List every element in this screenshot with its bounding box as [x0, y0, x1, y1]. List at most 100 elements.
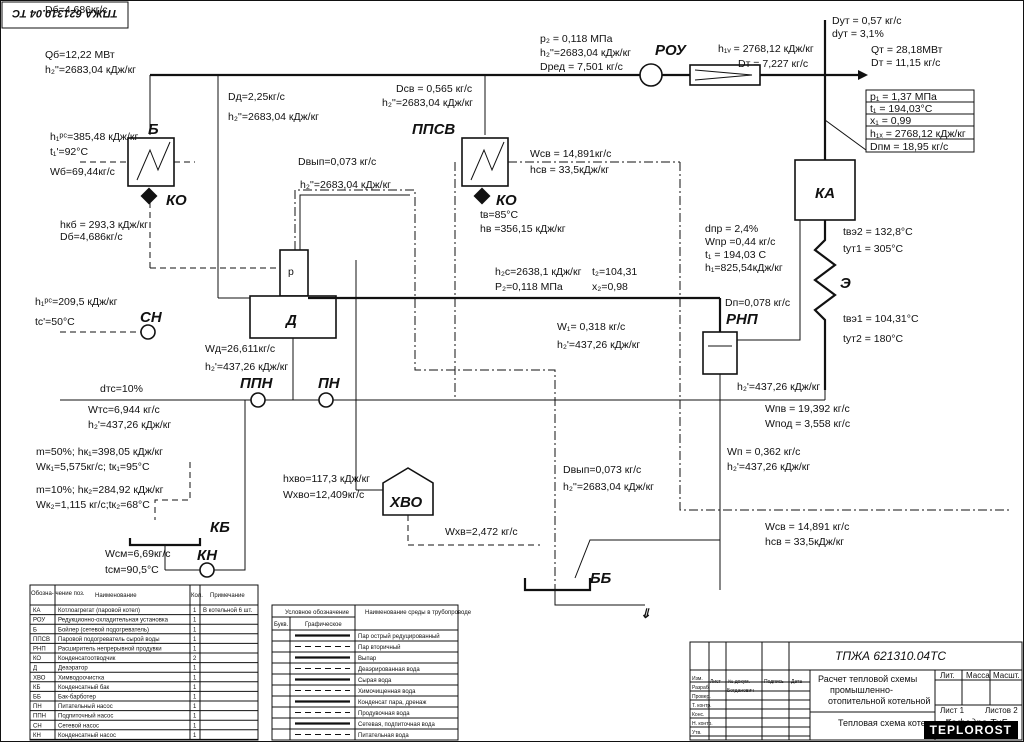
- svg-text:h₂''=2683,04 кДж/кг: h₂''=2683,04 кДж/кг: [563, 481, 654, 493]
- boiler-b-label: Б: [148, 121, 159, 138]
- tb-row-label: Т. контр.: [692, 703, 712, 709]
- kb-label: КБ: [210, 519, 230, 536]
- svg-text:Dб=4,686кг/с: Dб=4,686кг/с: [45, 4, 108, 16]
- svg-text:Wк₂=1,115 кг/с;tк₂=68°C: Wк₂=1,115 кг/с;tк₂=68°C: [36, 499, 150, 511]
- spec-cell: Подпиточный насос: [58, 713, 113, 720]
- tb-title-3: отопительной котельной: [828, 696, 930, 706]
- blowdown-line: [737, 220, 801, 341]
- svg-text:Лист 1: Лист 1: [940, 706, 965, 715]
- khvo-unit: [382, 467, 434, 516]
- svg-text:h₂'=437,26 кДж/кг: h₂'=437,26 кДж/кг: [737, 381, 820, 393]
- svg-text:Wпод = 3,558 кг/с: Wпод = 3,558 кг/с: [765, 418, 850, 430]
- svg-text:h₁ᵖᶜ=209,5 кДж/кг: h₁ᵖᶜ=209,5 кДж/кг: [35, 296, 118, 308]
- svg-text:hсв = 33,5кДж/кг: hсв = 33,5кДж/кг: [765, 536, 844, 548]
- svg-text:Обозна- чение поз.: Обозна- чение поз.: [31, 591, 85, 597]
- ko-mid-label: КО: [496, 192, 517, 209]
- spec-cell: Конденсатоотводчик: [58, 656, 116, 662]
- t1s-label: t₁ = 194,03°C: [870, 103, 933, 115]
- svg-text:h₂''=2683,04 кДж/кг: h₂''=2683,04 кДж/кг: [540, 47, 631, 59]
- spec-cell: 1: [193, 618, 197, 624]
- svg-text:Dп=0,078 кг/с: Dп=0,078 кг/с: [725, 297, 790, 309]
- spec-cell: Конденсатный насос: [58, 732, 116, 739]
- rnp-separator: [702, 331, 738, 375]
- svg-text:h₂''=2683,04 кДж/кг: h₂''=2683,04 кДж/кг: [300, 179, 391, 191]
- svg-text:Dсв = 0,565 кг/с: Dсв = 0,565 кг/с: [396, 83, 472, 95]
- vapor-line-inner: [299, 194, 410, 250]
- khvo-label: ХВО: [389, 494, 422, 511]
- svg-text:x₂=0,98: x₂=0,98: [592, 281, 628, 293]
- deaerator-column: [279, 249, 309, 297]
- steam-out-arrow: [858, 70, 868, 80]
- svg-text:h₂'=437,26 кДж/кг: h₂'=437,26 кДж/кг: [557, 339, 640, 351]
- svg-text:Масшт.: Масшт.: [993, 671, 1020, 680]
- svg-text:Dред = 7,501 кг/с: Dред = 7,501 кг/с: [540, 61, 623, 73]
- spec-cell: РНП: [33, 647, 46, 653]
- sn-label: СН: [140, 309, 163, 326]
- legend-item: Сырая вода: [358, 678, 392, 684]
- tb-title-1: Расчет тепловой схемы: [818, 674, 917, 684]
- legend-item: Деаэрированная вода: [358, 667, 420, 673]
- pump-ppn: ППН: [240, 375, 274, 408]
- corner-code-stamp: ТПЖА 621310.04 ТС: [1, 1, 129, 29]
- p1-label: p₁ = 1,37 МПа: [870, 91, 937, 103]
- bb-tank: [523, 578, 592, 592]
- svg-text:Wпр =0,44 кг/с: Wпр =0,44 кг/с: [705, 236, 775, 248]
- spec-cell: Паровой подогреватель сырой воды: [58, 636, 160, 643]
- legend-item: Пар вторичный: [358, 644, 401, 651]
- economizer-label: Э: [840, 275, 851, 292]
- condensate-return-1: [154, 462, 191, 520]
- spec-cell: 1: [193, 685, 197, 691]
- spec-cell: Котлоагрегат (паровой котел): [58, 607, 140, 614]
- kb-tank: [128, 538, 202, 547]
- svg-text:tвэ1 = 104,31°C: tвэ1 = 104,31°C: [843, 313, 919, 325]
- spec-cell: 1: [193, 675, 197, 681]
- spec-cell: РОУ: [33, 618, 45, 624]
- svg-text:dут = 3,1%: dут = 3,1%: [832, 28, 884, 40]
- spec-cell: КБ: [33, 685, 40, 691]
- ppsv-heater: [461, 137, 509, 187]
- spec-cell: ПН: [33, 704, 42, 710]
- legend-item: Химочищенная вода: [358, 689, 416, 695]
- svg-text:tут1 = 305°C: tут1 = 305°C: [843, 243, 904, 255]
- spec-cell: 1: [193, 714, 197, 720]
- svg-text:Wк₁=5,575кг/с; tк₁=95°C: Wк₁=5,575кг/с; tк₁=95°C: [36, 461, 150, 473]
- svg-text:Wсв = 14,891кг/с: Wсв = 14,891кг/с: [530, 148, 611, 160]
- ka-label: КА: [815, 185, 835, 202]
- svg-text:Wсм=6,69кг/с: Wсм=6,69кг/с: [105, 548, 171, 560]
- ppsv-label: ППСВ: [412, 121, 455, 138]
- svg-text:Dвып=0,073 кг/с: Dвып=0,073 кг/с: [563, 464, 641, 476]
- legend-item: Конденсат пара, дренаж: [358, 700, 426, 706]
- bb-drain-arrow: ⇓: [640, 606, 651, 621]
- svg-text:Wп = 0,362 кг/с: Wп = 0,362 кг/с: [727, 446, 800, 458]
- svg-text:Масса: Масса: [966, 671, 990, 680]
- tb-row-label: Н. контр.: [692, 721, 713, 727]
- svg-text:Графическое: Графическое: [305, 622, 342, 628]
- svg-text:m=50%; hк₁=398,05 кДж/кг: m=50%; hк₁=398,05 кДж/кг: [36, 446, 163, 458]
- bb-drain: [554, 590, 645, 606]
- svg-text:Wтс=6,944 кг/с: Wтс=6,944 кг/с: [88, 404, 160, 416]
- svg-text:h₂''=2683,04 кДж/кг: h₂''=2683,04 кДж/кг: [228, 111, 319, 123]
- svg-text:h₁ᵖᶜ=385,48 кДж/кг: h₁ᵖᶜ=385,48 кДж/кг: [50, 131, 138, 143]
- svg-text:Wсв = 14,891 кг/с: Wсв = 14,891 кг/с: [765, 521, 849, 533]
- svg-text:t₁ = 194,03 С: t₁ = 194,03 С: [705, 249, 766, 261]
- spec-cell: 1: [193, 704, 197, 710]
- svg-text:hсв = 33,5кДж/кг: hсв = 33,5кДж/кг: [530, 164, 609, 176]
- svg-text:h₂'=437,26 кДж/кг: h₂'=437,26 кДж/кг: [727, 461, 810, 473]
- svg-text:tсм=90,5°C: tсм=90,5°C: [105, 564, 159, 576]
- svg-text:tв=85°C: tв=85°C: [480, 209, 519, 221]
- economizer-coil: [813, 220, 837, 390]
- svg-text:t₁'=92°C: t₁'=92°C: [50, 146, 88, 158]
- svg-text:h₂с=2638,1 кДж/кг: h₂с=2638,1 кДж/кг: [495, 266, 582, 278]
- svg-text:P₂=0,118 МПа: P₂=0,118 МПа: [495, 281, 563, 293]
- svg-text:Богданович: Богданович: [727, 688, 754, 694]
- svg-text:Наименование: Наименование: [95, 593, 137, 599]
- svg-text:hхво=117,3 кДж/кг: hхво=117,3 кДж/кг: [283, 473, 370, 485]
- spec-cell: 1: [193, 637, 197, 643]
- corner-code: ТПЖА 621310.04 ТС: [11, 7, 118, 19]
- tb-col-label: № докум.: [728, 679, 750, 685]
- legend-item: Питательная вода: [358, 733, 409, 739]
- rnp-label: РНП: [726, 311, 759, 328]
- svg-text:Листов 2: Листов 2: [985, 706, 1018, 715]
